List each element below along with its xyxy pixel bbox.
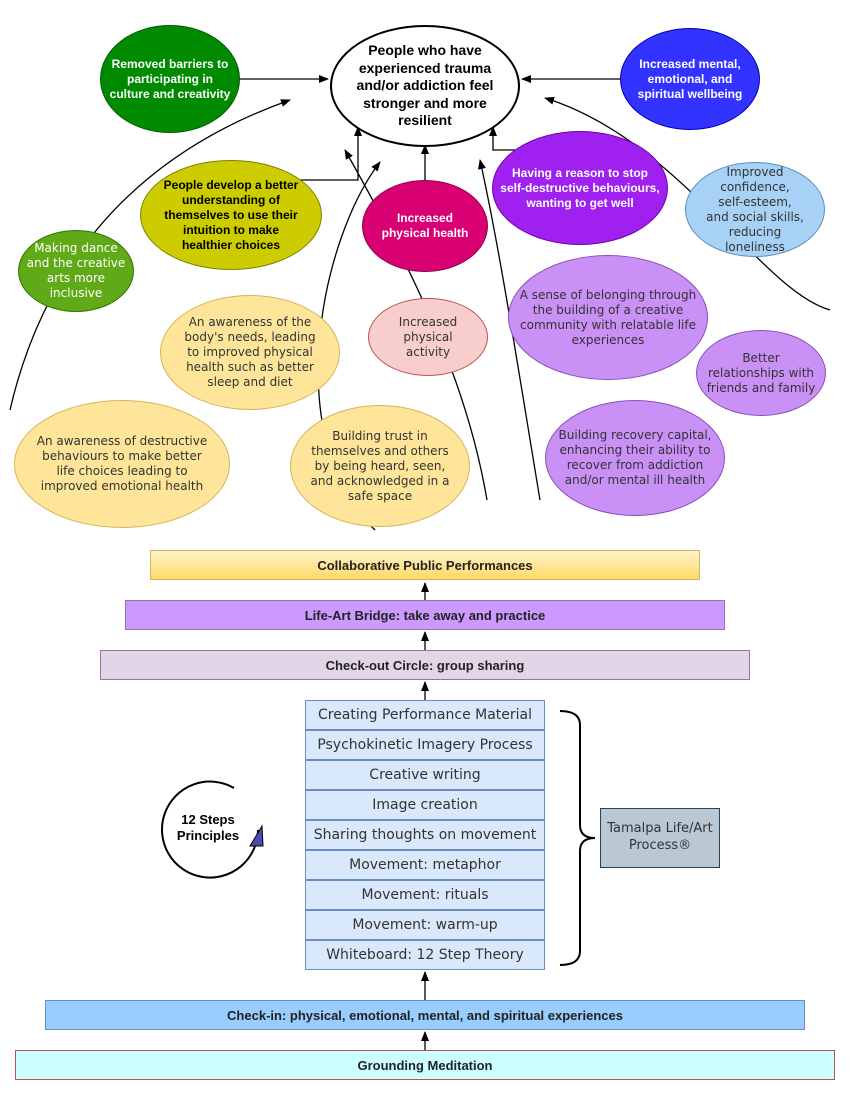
process-step: Psychokinetic Imagery Process [305, 730, 545, 760]
tamalpa-process-box: Tamalpa Life/Art Process® [600, 808, 720, 868]
bar-collaborative-performances: Collaborative Public Performances [150, 550, 700, 580]
ellipse-understanding: People develop a better understanding of… [140, 160, 322, 270]
process-step: Movement: warm-up [305, 910, 545, 940]
process-step: Movement: rituals [305, 880, 545, 910]
process-step: Creative writing [305, 760, 545, 790]
ellipse-recovery-capital: Building recovery capital, enhancing the… [545, 400, 725, 516]
process-step: Movement: metaphor [305, 850, 545, 880]
ellipse-confidence: Improved confidence, self-esteem, and so… [685, 162, 825, 257]
curve-left [9, 99, 291, 411]
process-step: Creating Performance Material [305, 700, 545, 730]
tamalpa-process-label: Tamalpa Life/Art Process® [607, 821, 713, 853]
ellipse-body-needs: An awareness of the body's needs, leadin… [160, 295, 340, 410]
ellipse-physical-health: Increased physical health [362, 180, 488, 272]
ellipse-reason-to-stop: Having a reason to stop self-destructive… [492, 131, 668, 245]
bar-grounding-meditation: Grounding Meditation [15, 1050, 835, 1080]
ellipse-trust: Building trust in themselves and others … [290, 405, 470, 527]
twelve-steps-arrowhead [249, 824, 264, 847]
twelve-steps-label: 12 Steps Principles [176, 812, 240, 844]
bar-check-in: Check-in: physical, emotional, mental, a… [45, 1000, 805, 1030]
ellipse-physical-activity: Increased physical activity [368, 298, 488, 376]
process-step: Image creation [305, 790, 545, 820]
twelve-steps-circle [161, 780, 259, 879]
ellipse-belonging: A sense of belonging through the buildin… [508, 255, 708, 380]
outcome-top: People who have experienced trauma and/o… [330, 25, 520, 147]
ellipse-increased-wellbeing: Increased mental, emotional, and spiritu… [620, 28, 760, 130]
arrow-understanding [300, 126, 362, 181]
process-step: Whiteboard: 12 Step Theory [305, 940, 545, 970]
ellipse-removed-barriers: Removed barriers to participating in cul… [100, 25, 240, 133]
ellipse-destructive-awareness: An awareness of destructive behaviours t… [14, 400, 230, 528]
bar-life-art-bridge: Life-Art Bridge: take away and practice [125, 600, 725, 630]
bar-check-out-circle: Check-out Circle: group sharing [100, 650, 750, 680]
ellipse-inclusive: Making dance and the creative arts more … [18, 230, 134, 312]
process-step: Sharing thoughts on movement [305, 820, 545, 850]
process-brace [559, 710, 596, 966]
ellipse-relationships: Better relationships with friends and fa… [696, 330, 826, 416]
